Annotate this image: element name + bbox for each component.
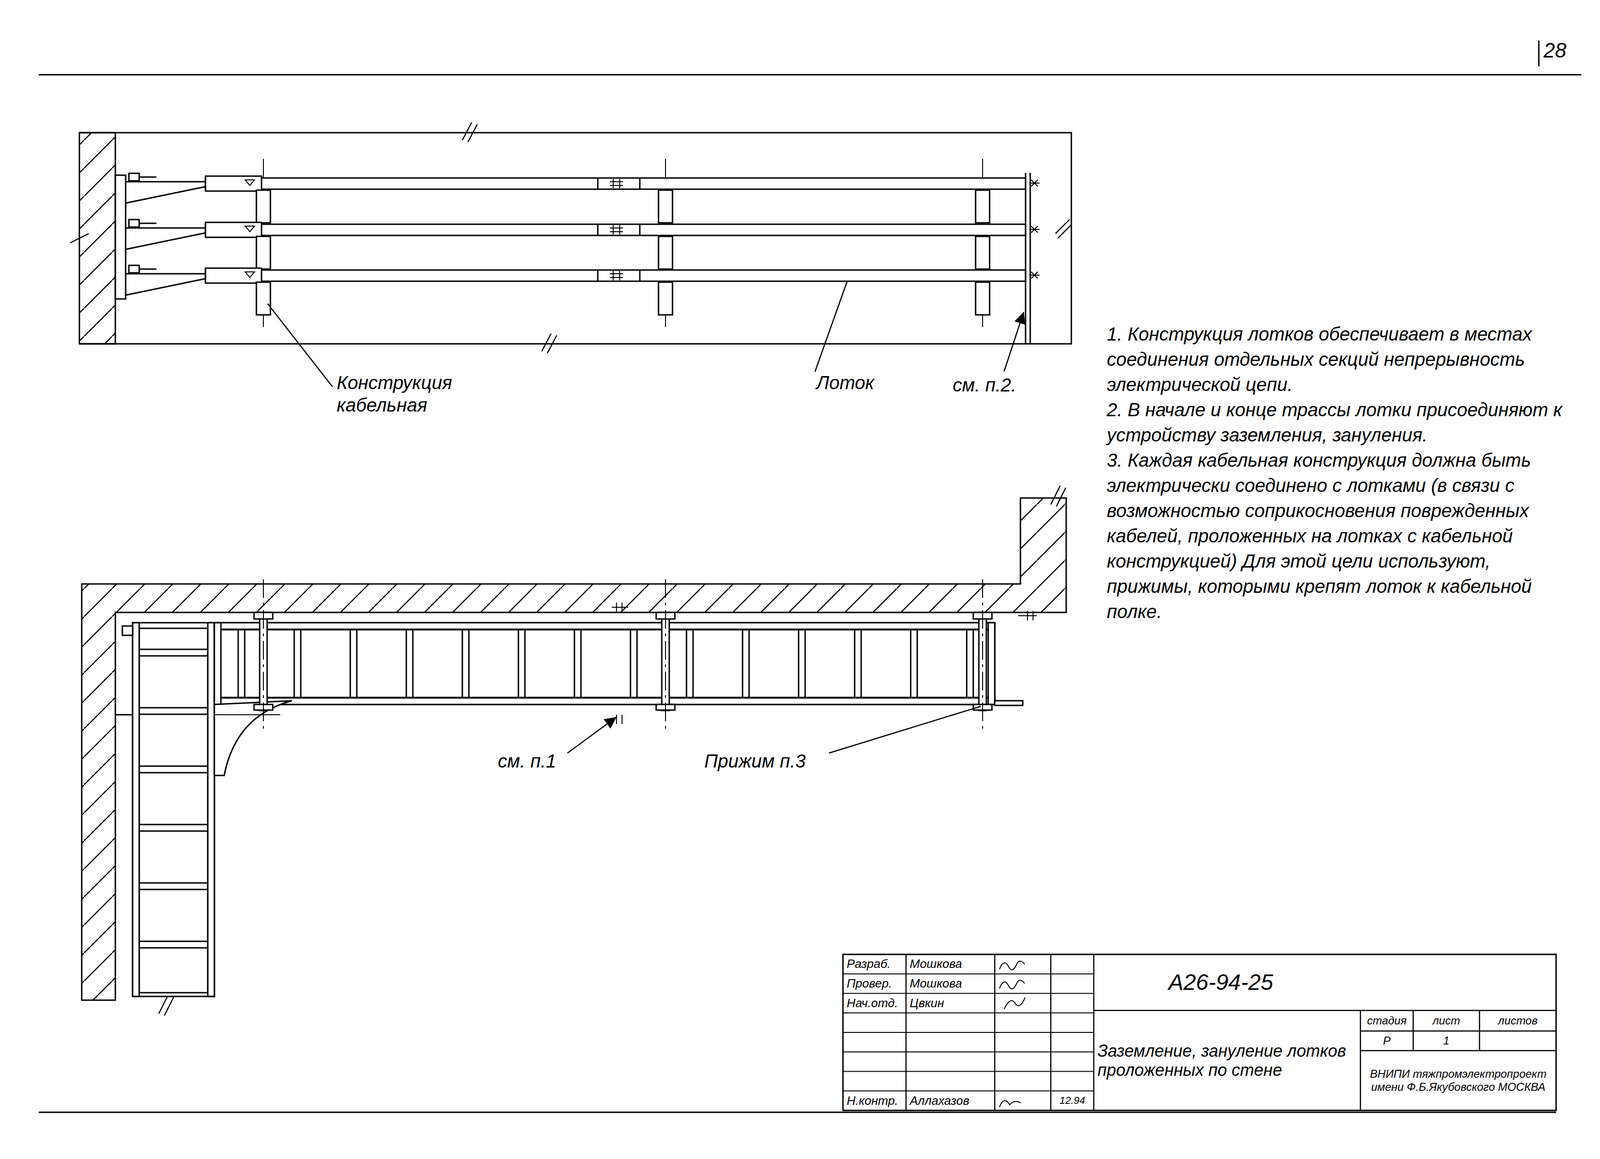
title-block-cell: Аллахазов	[906, 1090, 995, 1111]
title-block-cell: Нач.отд.	[842, 993, 907, 1013]
title-block-cell: Цвкин	[906, 993, 995, 1013]
note-text: 1. Конструкция лотков обеспечивает в мес…	[1106, 321, 1563, 397]
title-block-cell: 1	[1413, 1030, 1480, 1051]
document-number: А26-94-25	[1093, 954, 1557, 1011]
title-block-cell: листов	[1479, 1010, 1557, 1031]
title-block-cell: Разраб.	[842, 954, 907, 974]
title-block-cell: Мошкова	[906, 954, 995, 974]
page-number: 28	[1543, 38, 1591, 64]
title-block-cell: стадия	[1360, 1010, 1414, 1031]
part-label: Прижим п.3	[704, 749, 845, 772]
organization-name: ВНИПИ тяжпромэлектропроект имени Ф.Б.Яку…	[1360, 1050, 1557, 1111]
title-block-cell: 12.94	[1050, 1090, 1094, 1111]
title-block-cell: Р	[1360, 1030, 1414, 1051]
part-label: Конструкция кабельная	[336, 371, 505, 417]
title-block-cell: Н.контр.	[842, 1090, 907, 1111]
reference-label: см. п.1	[497, 749, 601, 772]
note-text: 2. В начале и конце трассы лотки присоед…	[1106, 396, 1563, 448]
drawing-title: Заземление, зануление лотков проложенных…	[1093, 1010, 1361, 1111]
part-label: Лоток	[816, 371, 920, 394]
title-block-cell: Провер.	[842, 973, 907, 994]
title-block-cell: лист	[1413, 1010, 1480, 1031]
note-text: 3. Каждая кабельная конструкция должна б…	[1106, 447, 1563, 624]
reference-label: см. п.2.	[952, 373, 1061, 397]
notes-block: 1. Конструкция лотков обеспечивает в мес…	[1106, 321, 1563, 624]
title-block-cell: Мошкова	[906, 973, 995, 994]
